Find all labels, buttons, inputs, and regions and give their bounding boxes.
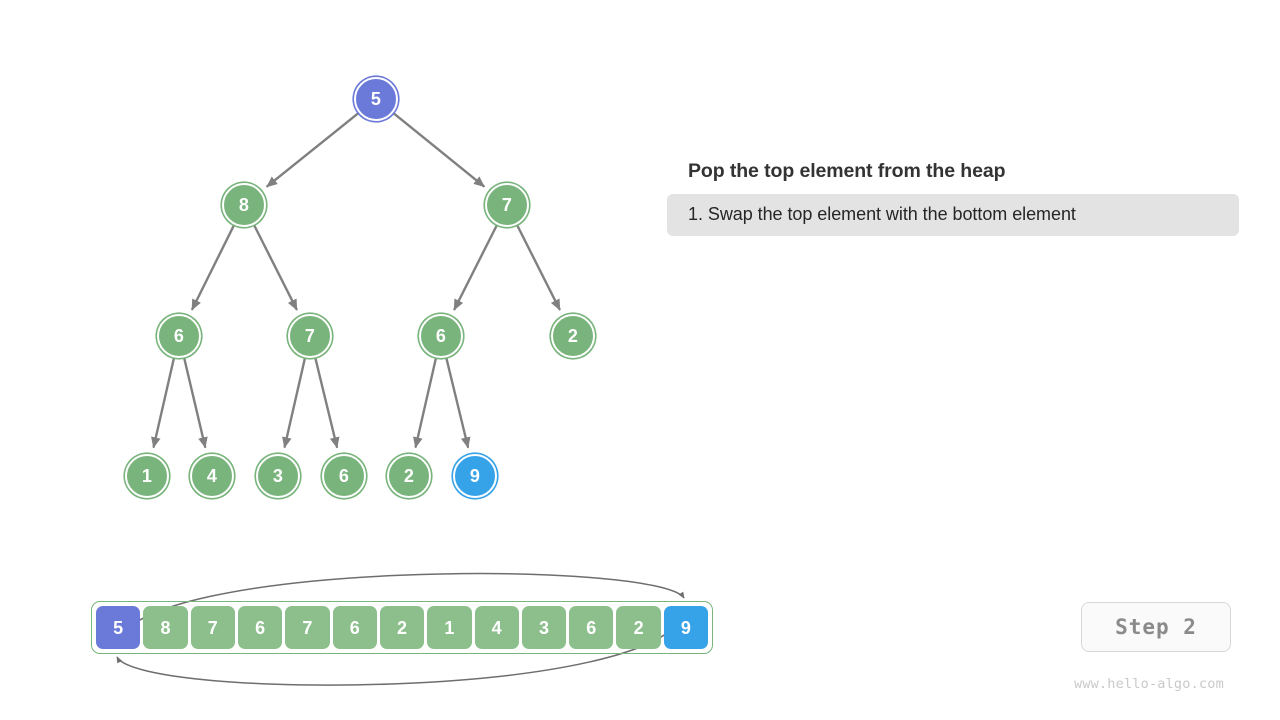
tree-node-value: 5 [370, 88, 382, 109]
array-cell-2: 7 [190, 606, 235, 649]
tree-edge-n1-n3 [191, 224, 235, 311]
array-cell-value: 1 [444, 617, 455, 638]
array-cell-value: 8 [160, 617, 171, 638]
tree-node-n0: 5 [354, 77, 398, 121]
tree-node-value: 9 [469, 465, 481, 486]
tree-node-value: 4 [206, 465, 218, 486]
array-cell-12: 9 [663, 606, 709, 649]
tree-edge-n3-n7 [151, 357, 175, 449]
tree-edge-group [151, 112, 561, 449]
page-title: Pop the top element from the heap [688, 160, 1006, 182]
array-cell-9: 3 [521, 606, 567, 649]
step-badge: Step 2 [1081, 602, 1231, 652]
watermark: www.hello-algo.com [1074, 676, 1224, 692]
tree-edge-n0-n1 [266, 112, 359, 188]
tree-node-value: 6 [338, 465, 350, 486]
array-cell-value: 7 [302, 617, 313, 638]
tree-edge-n4-n10 [314, 357, 340, 449]
array-cell-value: 7 [207, 617, 218, 638]
array-cell-4: 7 [285, 606, 330, 649]
array-cell-11: 2 [616, 606, 661, 649]
tree-edge-n0-n2 [393, 112, 485, 188]
tree-node-n8: 4 [190, 454, 234, 498]
tree-node-value: 8 [238, 194, 250, 215]
tree-edge-n2-n6 [516, 224, 561, 311]
array-cell-0: 5 [96, 606, 141, 649]
tree-edge-n5-n11 [413, 357, 437, 449]
caption-panel: Pop the top element from the heap 1. Swa… [667, 160, 1239, 237]
array-cell-value: 5 [113, 617, 124, 638]
tree-node-value: 2 [567, 325, 579, 346]
array-cell-value: 9 [680, 617, 691, 638]
tree-node-n1: 8 [222, 183, 266, 227]
tree-node-value: 7 [304, 325, 316, 346]
array-cell-value: 6 [255, 617, 266, 638]
tree-node-value: 6 [173, 325, 185, 346]
tree-node-value: 6 [435, 325, 447, 346]
tree-node-n12: 9 [453, 454, 497, 498]
tree-edge-n3-n8 [183, 357, 208, 449]
tree-node-n9: 3 [256, 454, 300, 498]
tree-edge-n2-n5 [453, 224, 498, 311]
tree-edge-n5-n12 [445, 357, 471, 449]
tree-node-n5: 6 [419, 314, 463, 358]
tree-node-n10: 6 [322, 454, 366, 498]
array-cell-value: 6 [349, 617, 360, 638]
tree-node-n4: 7 [288, 314, 332, 358]
array-container: 5 8 7 6 7 6 2 1 4 3 6 2 9 [91, 601, 713, 654]
tree-node-n3: 6 [157, 314, 201, 358]
array-cell-10: 6 [569, 606, 614, 649]
array-cell-8: 4 [474, 606, 519, 649]
array-cell-value: 3 [538, 617, 549, 638]
tree-node-value: 3 [272, 465, 284, 486]
tree-edge-n4-n9 [282, 357, 306, 449]
tree-node-value: 2 [403, 465, 415, 486]
tree-edge-n1-n4 [253, 224, 298, 311]
tree-node-n6: 2 [551, 314, 595, 358]
array-cell-6: 2 [379, 606, 425, 649]
step-description-box: 1. Swap the top element with the bottom … [667, 194, 1239, 237]
array-cell-5: 6 [332, 606, 377, 649]
array-cell-value: 2 [633, 617, 644, 638]
array-cell-7: 1 [427, 606, 472, 649]
tree-node-n11: 2 [387, 454, 431, 498]
tree-node-value: 1 [141, 465, 153, 486]
tree-node-n7: 1 [125, 454, 169, 498]
array-cell-1: 8 [143, 606, 188, 649]
array-cell-value: 2 [397, 617, 408, 638]
array-cell-value: 4 [491, 617, 502, 638]
array-cell-3: 6 [237, 606, 283, 649]
tree-node-n2: 7 [485, 183, 529, 227]
tree-node-value: 7 [501, 194, 513, 215]
array-cell-value: 6 [586, 617, 597, 638]
